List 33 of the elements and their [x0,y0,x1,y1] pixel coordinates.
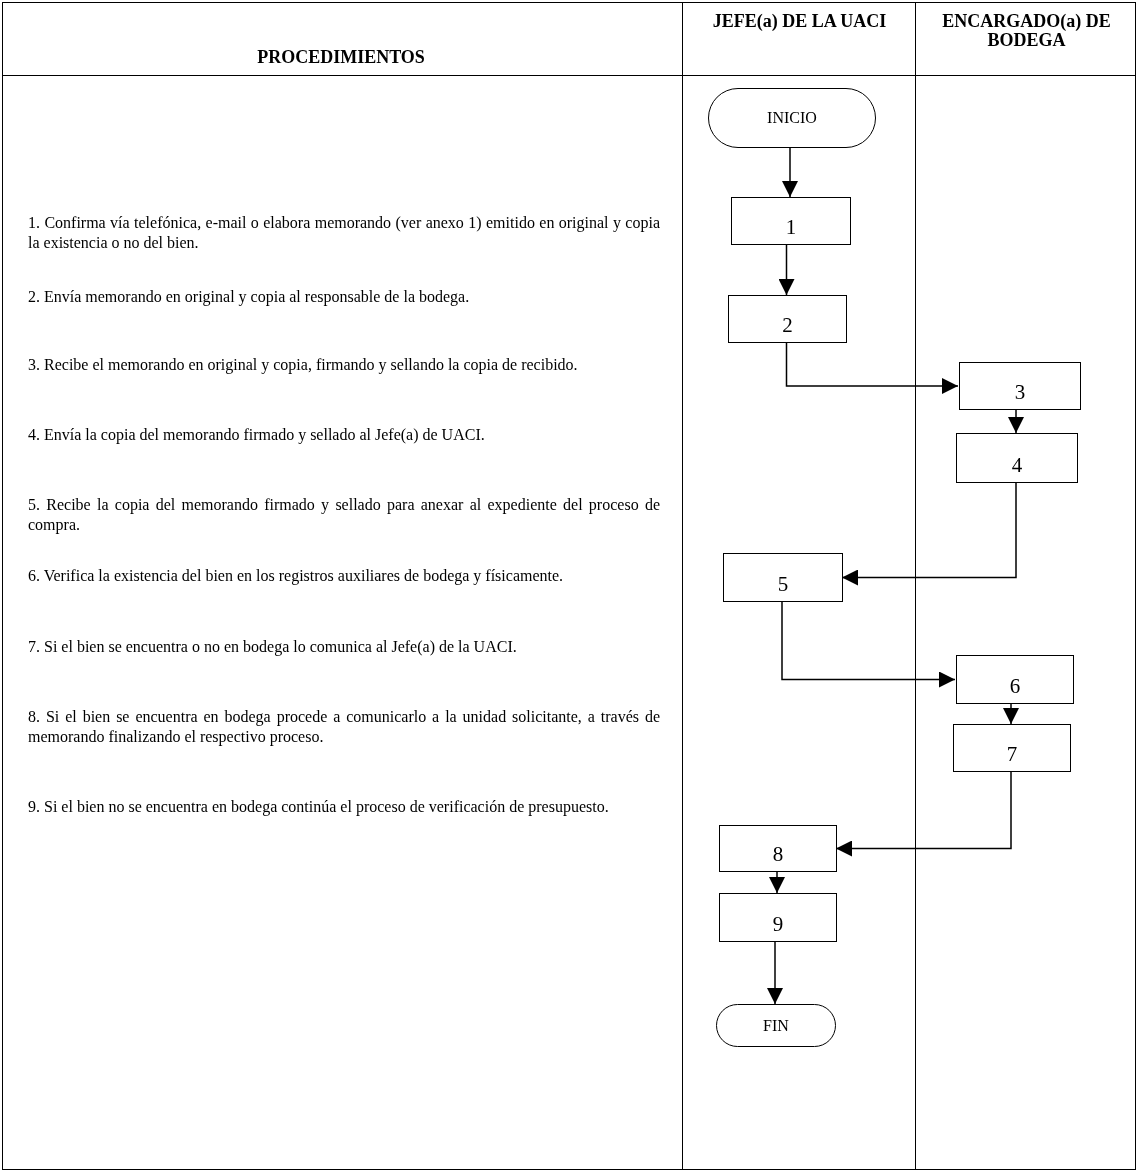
process-box: 4 [956,433,1078,483]
column-header: PROCEDIMIENTOS [256,48,426,67]
process-box: 3 [959,362,1081,410]
procedure-step-text: 2. Envía memorando en original y copia al responsable de la bodega. [28,287,471,307]
process-box: 9 [719,893,837,942]
arrow [1008,409,1024,434]
process-box: 7 [953,724,1071,772]
process-box: 6 [956,655,1074,704]
arrow [1003,703,1019,725]
process-box: 8 [719,825,837,872]
arrow [767,941,783,1005]
procedure-step-text: 1. Confirma vía telefónica, e-mail o elabora memorando (ver anexo 1) emitido en original y copia la existencia o no del bien. [28,213,660,253]
process-box: 2 [728,295,847,343]
process-box: 5 [723,553,843,602]
procedure-step-text: 9. Si el bien no se encuentra en bodega continúa el proceso de verificación de presupuesto. [28,797,610,817]
arrow [835,771,1012,857]
arrow [781,601,956,688]
arrow [778,244,795,296]
process-box: 1 [731,197,851,245]
terminator-shape: INICIO [708,88,876,148]
arrow [769,871,785,894]
procedure-step-text: 4. Envía la copia del memorando firmado y sellado al Jefe(a) de UACI. [28,425,486,445]
lane-header: JEFE(a) DE LA UACI [711,12,888,31]
procedure-step-text: 3. Recibe el memorando en original y copia, firmando y sellando la copia de recibido. [28,355,579,375]
procedure-step-text: 7. Si el bien se encuentra o no en bodega lo comunica al Jefe(a) de la UACI. [28,637,518,657]
procedure-step-text: 6. Verifica la existencia del bien en los registros auxiliares de bodega y físicamente. [28,566,565,586]
lane-header: ENCARGADO(a) DE BODEGA [941,12,1112,50]
procedure-step-text: 8. Si el bien se encuentra en bodega procede a comunicarlo a la unidad solicitante, a través de memorando finalizando el respectivo proceso. [28,707,660,747]
procedure-step-text: 5. Recibe la copia del memorando firmado y sellado para anexar al expediente del proceso de compra. [28,495,660,535]
arrow [841,482,1017,586]
arrow [782,147,798,198]
terminator-shape: FIN [716,1004,836,1047]
arrow [785,342,959,394]
